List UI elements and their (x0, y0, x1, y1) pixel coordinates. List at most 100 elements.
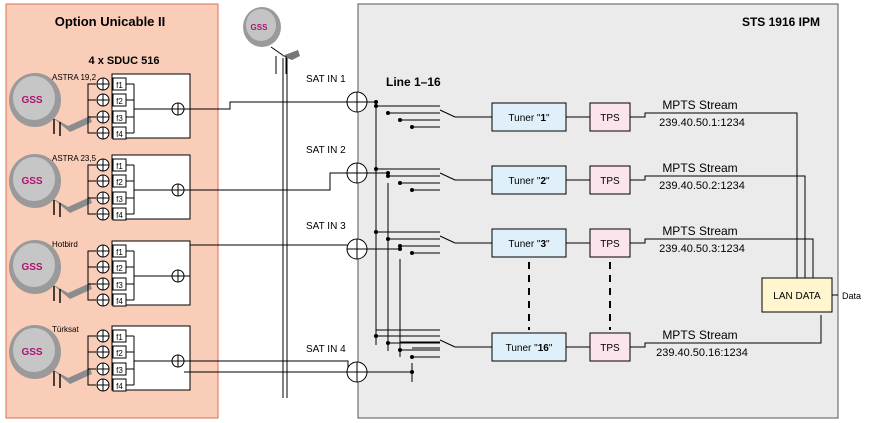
junction-dot (410, 125, 414, 129)
dish-reflector (13, 76, 55, 120)
tuner-box (491, 228, 567, 258)
connection-line (184, 101, 348, 110)
tuner-box (491, 332, 567, 362)
sat-input-label: SAT IN 4 (306, 344, 346, 355)
unicable-panel-title: Option Unicable II (55, 14, 166, 29)
lnb-cable (87, 351, 96, 372)
port-label: f2 (116, 97, 123, 106)
dish-reflector (13, 157, 55, 201)
junction-dot (374, 100, 378, 104)
lan-data-box (761, 277, 833, 313)
stream-line (630, 315, 822, 348)
port-label: f3 (116, 195, 123, 204)
tuner-box (491, 102, 567, 132)
junction-dot (374, 230, 378, 234)
stream-title: MPTS Stream (662, 328, 737, 342)
stream-address: 239.40.50.3:1234 (659, 243, 745, 255)
dish-mount (53, 200, 61, 217)
tps-label: TPS (600, 176, 620, 187)
junction-dot (386, 341, 390, 345)
sat-input-label: SAT IN 3 (306, 221, 346, 232)
device-title: STS 1916 IPM (742, 15, 820, 29)
connection-line (439, 172, 456, 181)
port-label: f1 (116, 248, 123, 257)
dish-logo: GSS (21, 347, 42, 358)
port-label: f3 (116, 114, 123, 123)
sat-input-label: SAT IN 2 (306, 145, 346, 156)
lnb-arm (52, 197, 92, 213)
tps-box (589, 165, 631, 195)
lnb-cable (87, 197, 96, 201)
stream-line (630, 238, 814, 278)
lnb-cable (87, 120, 96, 134)
dish-logo: GSS (251, 23, 269, 32)
tuner-label: Tuner "3" (508, 239, 550, 250)
lines-label: Line 1–16 (386, 75, 441, 89)
dish-logo: GSS (21, 176, 42, 187)
stream-address: 239.40.50.16:1234 (656, 347, 748, 359)
port-label: f1 (116, 162, 123, 171)
tps-label: TPS (600, 343, 620, 354)
dish-label: ASTRA 23,5 (52, 154, 97, 163)
tuner-label: Tuner "16" (506, 343, 553, 354)
data-output-label: Data (842, 291, 861, 301)
junction-dot (386, 111, 390, 115)
port-label: f4 (116, 130, 123, 139)
lnb-cable (87, 180, 96, 201)
dish-mount (53, 371, 61, 388)
junction-dot (386, 174, 390, 178)
port-label: f2 (116, 349, 123, 358)
port-label: f4 (116, 211, 123, 220)
lnb-cable (87, 372, 96, 386)
junction-dot (374, 167, 378, 171)
port-label: f1 (116, 81, 123, 90)
dish-logo: GSS (21, 95, 42, 106)
port-label: f1 (116, 333, 123, 342)
stream-address: 239.40.50.2:1234 (659, 180, 745, 192)
port-label: f4 (116, 297, 123, 306)
dish-reflector (13, 243, 55, 287)
junction-dot (398, 348, 402, 352)
connection-line (184, 244, 348, 277)
lnb-arm (52, 368, 92, 384)
dish-module: GSS Türksat f1 f2 f3 f4 (9, 325, 191, 392)
satellite-dish-icon: GSS (243, 7, 300, 74)
lnb-cable (87, 99, 96, 120)
junction-dot (398, 181, 402, 185)
stream-address: 239.40.50.1:1234 (659, 117, 745, 129)
junction-dot (410, 251, 414, 255)
dish-reflector (13, 328, 55, 372)
junction-dot (410, 370, 414, 374)
port-label: f3 (116, 366, 123, 375)
connection-line (184, 172, 348, 191)
junction-dot (386, 171, 390, 175)
tps-label: TPS (600, 239, 620, 250)
port-label: f2 (116, 264, 123, 273)
stream-line (630, 175, 806, 278)
junction-dot (410, 355, 414, 359)
tps-label: TPS (600, 113, 620, 124)
tuner-chain: Tuner "16" TPS MPTS Stream 239.40.50.16:123… (491, 315, 822, 362)
junction-dot (398, 244, 402, 248)
port-label: f3 (116, 281, 123, 290)
lan-data-label: LAN DATA (773, 291, 821, 302)
port-label: f4 (116, 382, 123, 391)
lnb-cable (87, 283, 96, 287)
sat-input-label: SAT IN 1 (306, 74, 346, 85)
tuner-label: Tuner "2" (508, 176, 550, 187)
dish-label: Türksat (52, 325, 79, 334)
stream-title: MPTS Stream (662, 98, 737, 112)
dish-mount (53, 119, 61, 136)
stream-line (630, 112, 798, 278)
lnb-cable (87, 201, 96, 215)
tps-box (589, 102, 631, 132)
connection-line (439, 339, 456, 348)
tuner-label: Tuner "1" (508, 113, 550, 124)
junction-dot (410, 188, 414, 192)
